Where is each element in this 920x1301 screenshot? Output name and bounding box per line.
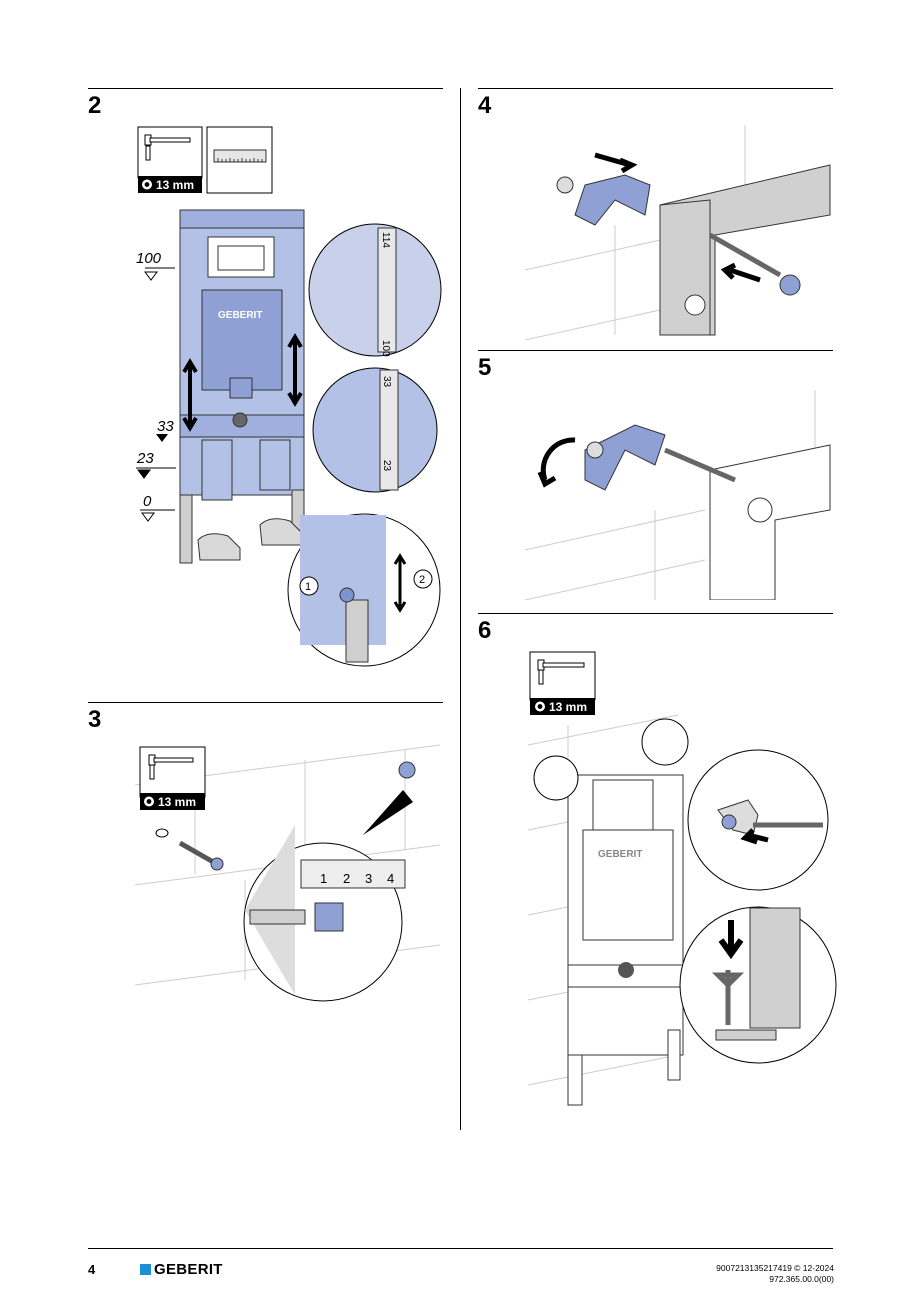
document-reference: 9007213135217419 © 12-2024 972.365.00.0(… xyxy=(716,1263,834,1285)
svg-text:1: 1 xyxy=(320,871,327,886)
installation-frame xyxy=(567,774,684,1106)
detail-circle-bottom: 1 2 xyxy=(287,513,441,667)
left-foot xyxy=(197,533,241,561)
svg-text:0: 0 xyxy=(143,493,152,510)
height-adjust-arrow-left xyxy=(182,358,198,432)
arrow-right-icon xyxy=(594,152,638,174)
step5-divider xyxy=(478,350,833,351)
step2-illustration: 13 mm GEBERIT 1 xyxy=(90,120,445,680)
page-number: 4 xyxy=(88,1262,96,1277)
svg-text:23: 23 xyxy=(136,450,154,467)
detail-circle-bracket xyxy=(687,749,829,891)
doc-id: 9007213135217419 © 12-2024 xyxy=(716,1263,834,1273)
svg-text:100: 100 xyxy=(136,250,162,267)
height-adjust-arrow-right xyxy=(287,333,303,407)
wrench-icon xyxy=(137,126,203,193)
step5-illustration xyxy=(524,390,835,601)
arrow-left-icon xyxy=(720,262,761,283)
step2-cistern-brand: GEBERIT xyxy=(218,310,262,321)
footer-brand: GEBERIT xyxy=(140,1261,223,1278)
step4-divider xyxy=(478,88,833,89)
column-divider xyxy=(460,88,461,1130)
step-number-3: 3 xyxy=(88,706,102,733)
svg-text:4: 4 xyxy=(387,871,394,886)
wrench-icon xyxy=(139,746,206,810)
frame-corner xyxy=(709,444,831,601)
svg-text:2: 2 xyxy=(343,871,350,886)
svg-text:1: 1 xyxy=(305,581,311,593)
step-number-4: 4 xyxy=(478,92,492,119)
svg-text:114: 114 xyxy=(380,232,391,248)
detail-marker-right xyxy=(641,718,689,766)
step6-illustration: 13 mm GEBERIT xyxy=(527,650,838,1115)
detail-circle-middle: 33 23 xyxy=(312,367,438,493)
step6-cistern-brand: GEBERIT xyxy=(598,849,642,860)
detail-circle-screw xyxy=(679,906,837,1064)
step-number-6: 6 xyxy=(478,617,492,644)
detail-circle: 1 2 3 4 xyxy=(243,790,413,1002)
anchor-bolt-icon xyxy=(155,761,416,871)
threaded-rod xyxy=(664,447,736,483)
step6-divider xyxy=(478,613,833,614)
step2-tool-size: 13 mm xyxy=(156,178,194,192)
step3-tool-size: 13 mm xyxy=(158,795,196,809)
rotate-arrow-icon xyxy=(537,437,576,488)
step3-illustration: 13 mm 1 2 3 4 xyxy=(134,735,445,1035)
footer-divider xyxy=(88,1248,833,1249)
ruler-icon xyxy=(206,126,273,194)
step3-divider xyxy=(88,702,443,703)
bracket-icon xyxy=(556,174,651,226)
svg-text:100: 100 xyxy=(380,340,391,357)
level-markers: 100 33 23 0 xyxy=(136,250,176,522)
svg-text:33: 33 xyxy=(381,376,392,388)
detail-circle-top: 114 100 xyxy=(308,223,442,357)
installation-frame xyxy=(179,209,305,564)
step4-illustration xyxy=(524,125,835,341)
brand-logo-square xyxy=(140,1264,151,1275)
step-number-5: 5 xyxy=(478,354,492,381)
doc-code: 972.365.00.0(00) xyxy=(769,1274,834,1284)
svg-text:3: 3 xyxy=(365,871,372,886)
wrench-icon xyxy=(529,651,596,715)
step-number-2: 2 xyxy=(88,92,102,119)
brand-name: GEBERIT xyxy=(154,1261,223,1278)
frame-corner xyxy=(659,164,831,336)
step2-divider xyxy=(88,88,443,89)
bracket-icon xyxy=(584,424,666,491)
step6-tool-size: 13 mm xyxy=(549,700,587,714)
svg-text:2: 2 xyxy=(419,574,425,586)
threaded-rod xyxy=(708,232,801,296)
detail-marker-left xyxy=(533,755,579,801)
svg-text:33: 33 xyxy=(157,418,174,435)
svg-text:23: 23 xyxy=(381,460,392,472)
